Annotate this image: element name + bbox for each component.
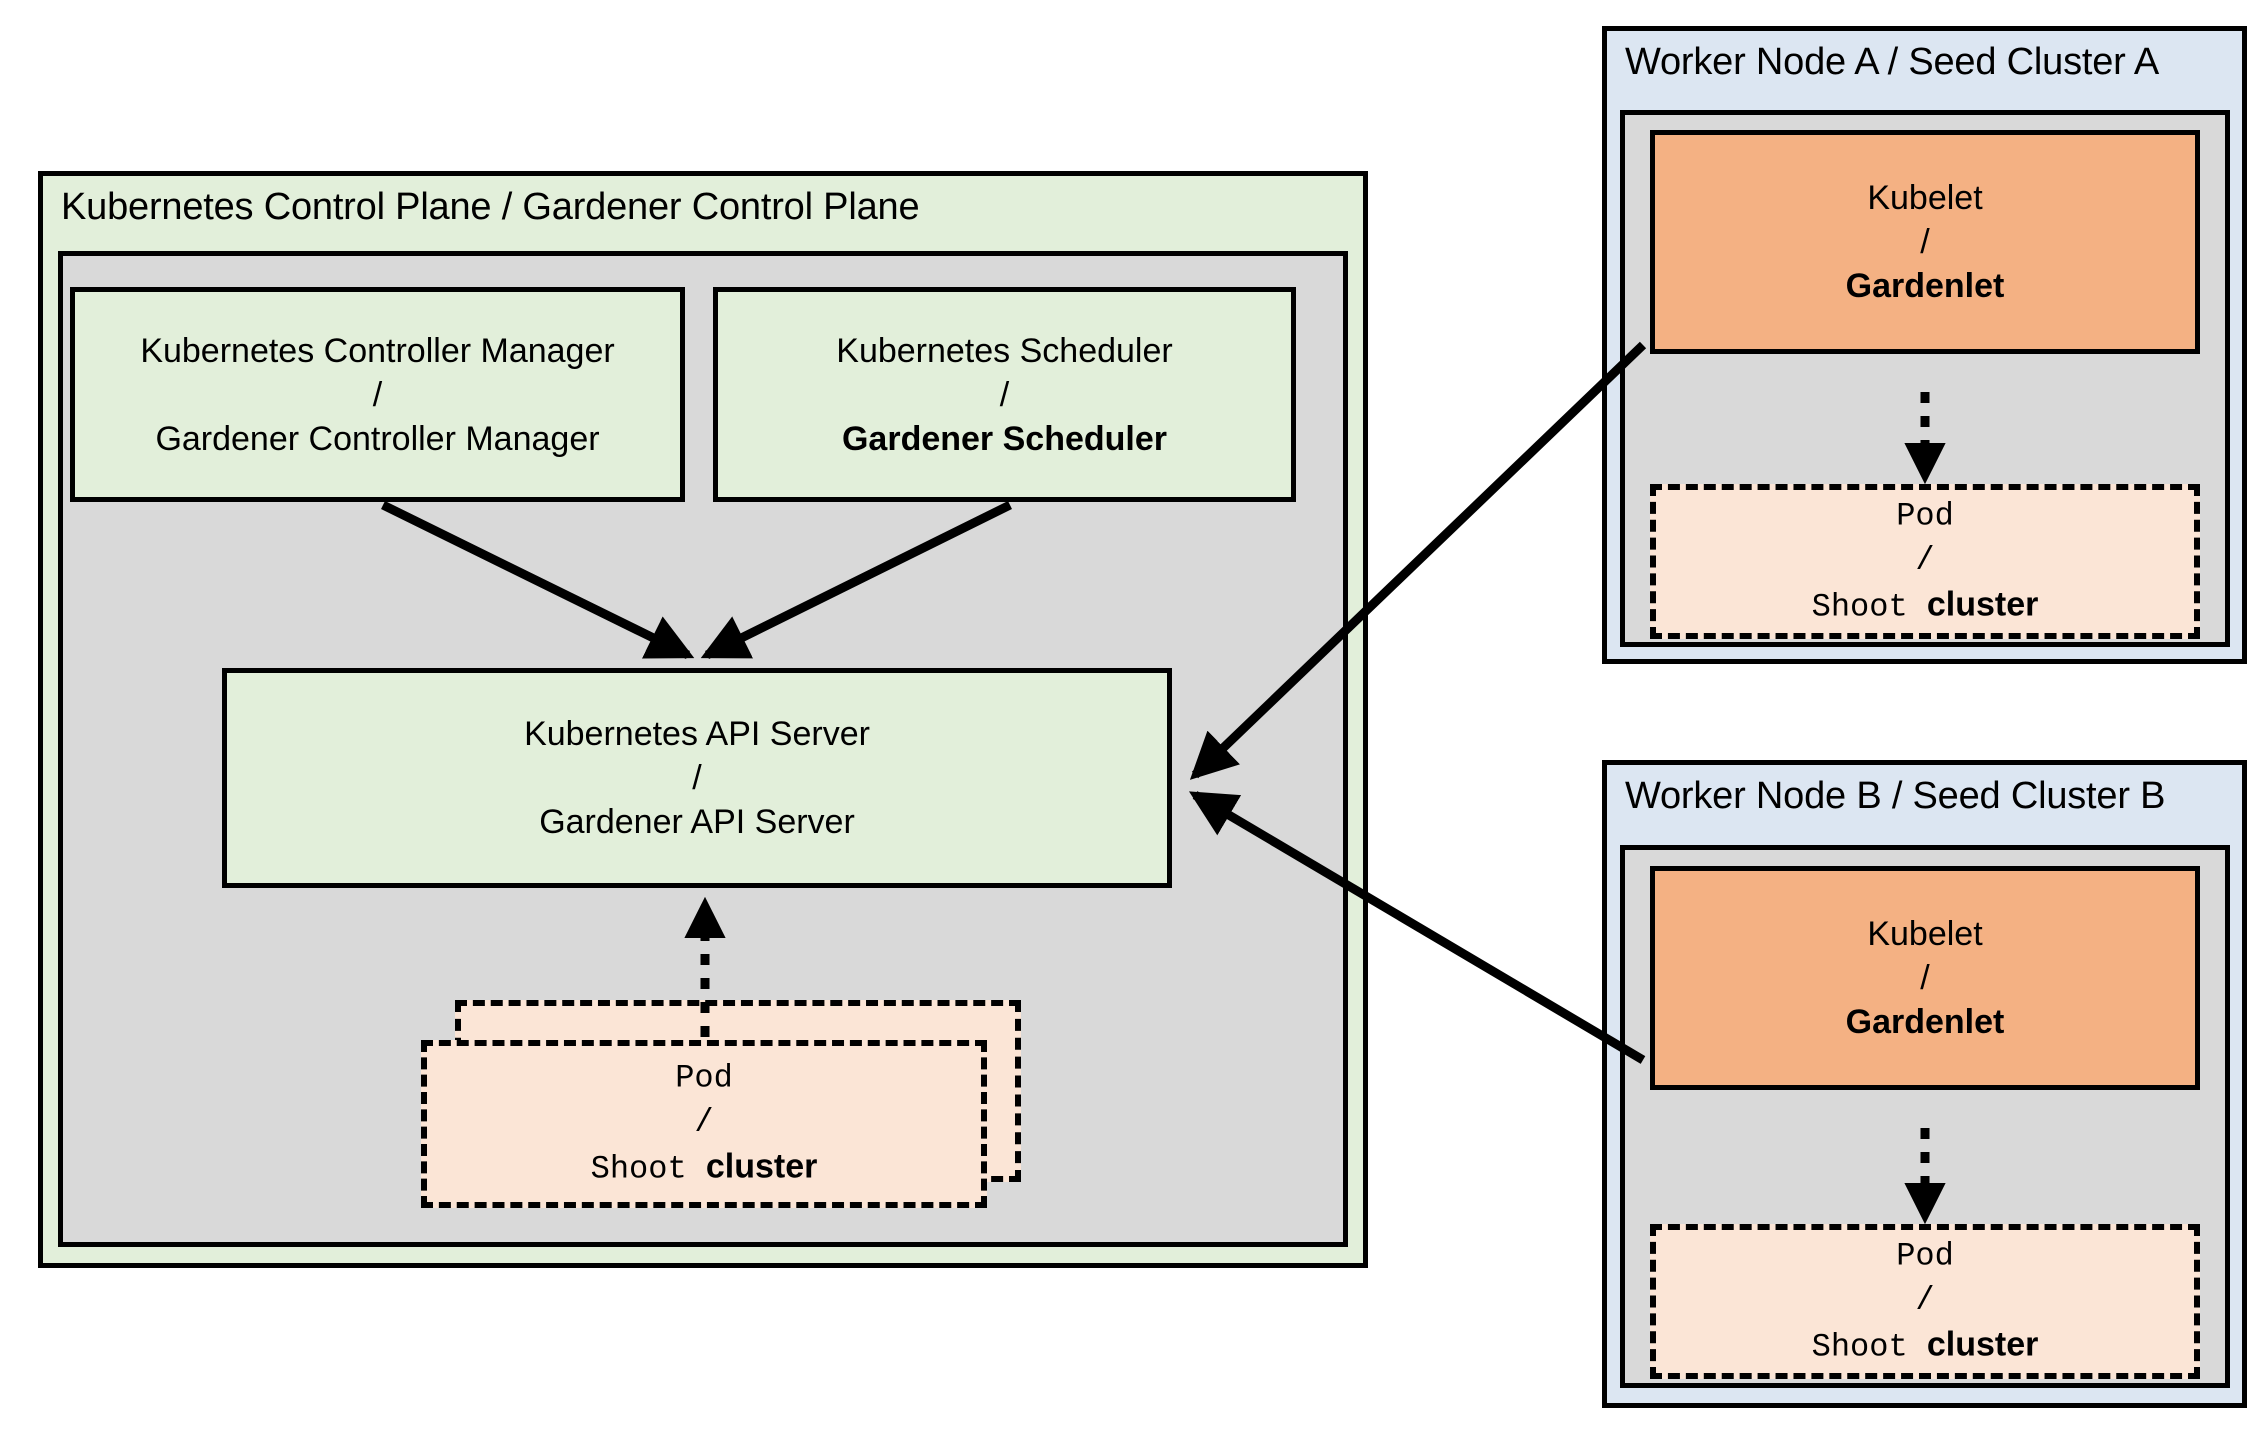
control-plane-pod-box[interactable]: Pod / Shoot cluster	[421, 1040, 987, 1208]
worker-node-a-kubelet-box[interactable]: Kubelet / Gardenlet	[1650, 130, 2200, 354]
scheduler-label: Kubernetes Scheduler / Gardener Schedule…	[718, 329, 1291, 461]
worker-node-a-kubelet-line-1: Kubelet	[1867, 179, 1983, 217]
control-plane-pod-line-2-bold: cluster	[705, 1147, 818, 1186]
api-server-line-2: Gardener API Server	[539, 803, 855, 841]
worker-node-a-kubelet-line-2: Gardenlet	[1845, 267, 2005, 305]
api-server-label: Kubernetes API Server / Gardener API Ser…	[227, 712, 1167, 844]
worker-node-b-kubelet-line-1: Kubelet	[1867, 915, 1983, 953]
worker-node-b-pod-line-2: Shoot cluster	[1666, 1322, 2184, 1369]
worker-node-a-pod-separator: /	[1915, 541, 1935, 578]
worker-node-a-pod-label: Pod / Shoot cluster	[1656, 494, 2194, 629]
worker-node-b-pod-line-1: Pod	[1896, 1237, 1954, 1274]
control-plane-pod-line-2: Shoot cluster	[437, 1145, 971, 1192]
worker-node-a-pod-line-1: Pod	[1896, 497, 1954, 534]
worker-node-a-title: Worker Node A / Seed Cluster A	[1625, 41, 2160, 83]
worker-node-a-pod-line-2: Shoot cluster	[1666, 582, 2184, 629]
api-server-line-1: Kubernetes API Server	[524, 715, 870, 753]
worker-node-b-pod-line-2-bold: cluster	[1926, 1325, 2039, 1363]
worker-node-a-pod-line-2-prefix: Shoot	[1811, 588, 1927, 625]
control-plane-pod-label: Pod / Shoot cluster	[427, 1057, 981, 1192]
controller-manager-line-2: Gardener Controller Manager	[155, 419, 600, 458]
worker-node-b-pod-line-2-prefix: Shoot	[1811, 1328, 1927, 1365]
worker-node-b-kubelet-line-2: Gardenlet	[1845, 1003, 2005, 1041]
control-plane-pod-line-1: Pod	[675, 1059, 733, 1097]
worker-node-b-kubelet-label: Kubelet / Gardenlet	[1655, 912, 2195, 1044]
control-plane-pod-separator: /	[694, 1103, 714, 1141]
controller-manager-label: Kubernetes Controller Manager / Gardener…	[75, 329, 680, 461]
controller-manager-line-1: Kubernetes Controller Manager	[140, 331, 615, 370]
worker-node-a-kubelet-label: Kubelet / Gardenlet	[1655, 176, 2195, 308]
worker-node-b-pod-separator: /	[1915, 1281, 1935, 1318]
controller-manager-separator: /	[372, 375, 383, 414]
kubernetes-controller-manager-box[interactable]: Kubernetes Controller Manager / Gardener…	[70, 287, 685, 502]
worker-node-b-kubelet-separator: /	[1920, 959, 1930, 997]
api-server-separator: /	[692, 759, 702, 797]
worker-node-b-kubelet-box[interactable]: Kubelet / Gardenlet	[1650, 866, 2200, 1090]
control-plane-pod-line-2-prefix: Shoot	[590, 1150, 706, 1188]
scheduler-line-2: Gardener Scheduler	[841, 419, 1167, 458]
control-plane-title: Kubernetes Control Plane / Gardener Cont…	[61, 186, 920, 228]
worker-node-a-kubelet-separator: /	[1920, 223, 1930, 261]
worker-node-a-pod-box[interactable]: Pod / Shoot cluster	[1650, 484, 2200, 639]
kubernetes-api-server-box[interactable]: Kubernetes API Server / Gardener API Ser…	[222, 668, 1172, 888]
worker-node-b-pod-label: Pod / Shoot cluster	[1656, 1234, 2194, 1369]
worker-node-a-pod-line-2-bold: cluster	[1926, 585, 2039, 623]
kubernetes-scheduler-box[interactable]: Kubernetes Scheduler / Gardener Schedule…	[713, 287, 1296, 502]
worker-node-b-title: Worker Node B / Seed Cluster B	[1625, 775, 2166, 817]
scheduler-separator: /	[999, 375, 1010, 414]
worker-node-b-pod-box[interactable]: Pod / Shoot cluster	[1650, 1224, 2200, 1379]
scheduler-line-1: Kubernetes Scheduler	[836, 331, 1173, 370]
